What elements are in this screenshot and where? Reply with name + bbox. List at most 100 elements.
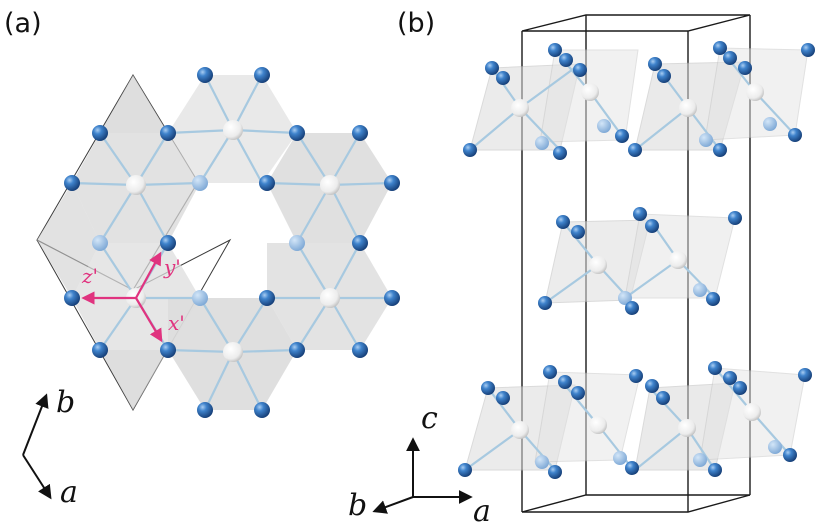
ligand-atom [197, 67, 213, 83]
ligand-atom [548, 465, 562, 479]
ligand-atom [645, 379, 659, 393]
ligand-atom [254, 402, 270, 418]
ligand-atom [693, 453, 707, 467]
axis-a-label: a [60, 475, 78, 510]
ligand-atom [801, 43, 815, 57]
ligand-atom [657, 69, 671, 83]
ligand-atom [768, 440, 782, 454]
ligand-atom [723, 371, 737, 385]
local-axis-x-label: x' [168, 311, 185, 335]
ligand-atom [458, 463, 472, 477]
metal-atom [126, 175, 146, 195]
ligand-atom [556, 215, 570, 229]
ligand-atom [192, 290, 208, 306]
ligand-atom [289, 342, 305, 358]
ligand-atom [197, 402, 213, 418]
ligand-atom [289, 235, 305, 251]
ligand-atom [496, 391, 510, 405]
ligand-atom [633, 207, 647, 221]
ligand-atom [463, 143, 477, 157]
ligand-atom [728, 211, 742, 225]
ligand-atom [693, 283, 707, 297]
metal-atom [678, 419, 696, 437]
ligand-atom [615, 129, 629, 143]
metal-atom [581, 83, 599, 101]
ligand-atom [597, 119, 611, 133]
ligand-atom [384, 290, 400, 306]
ligand-atom [573, 63, 587, 77]
ligand-atom [733, 381, 747, 395]
metal-atom [589, 256, 607, 274]
ligand-atom [798, 368, 812, 382]
ligand-atom [352, 125, 368, 141]
metal-atom [679, 99, 697, 117]
ligand-atom [92, 125, 108, 141]
ligand-atom [763, 117, 777, 131]
axis-b-arrow [372, 496, 414, 514]
ligand-atom [92, 342, 108, 358]
ligand-atom [481, 381, 495, 395]
panel-b-label: (b) [397, 8, 435, 39]
axis-a-label: a [473, 494, 491, 529]
metal-atom [223, 120, 243, 140]
ligand-atom [645, 219, 659, 233]
ligand-atom [558, 375, 572, 389]
axis-b-label: b [348, 488, 367, 523]
ligand-atom [708, 463, 722, 477]
local-axes: y' z' x' [81, 251, 185, 343]
ligand-atom [352, 235, 368, 251]
ligand-atom [559, 53, 573, 67]
panel-a: (a) [4, 8, 400, 510]
ligand-atom [625, 301, 639, 315]
ligand-atom [352, 342, 368, 358]
ligand-atom [548, 43, 562, 57]
ligand-atom [259, 290, 275, 306]
ligand-atom [64, 290, 80, 306]
ligand-atom [160, 125, 176, 141]
ligand-atom [706, 292, 720, 306]
local-axis-x-arrow [135, 297, 163, 343]
ligand-atom [535, 136, 549, 150]
ligand-atom [788, 128, 802, 142]
ligand-atom [160, 342, 176, 358]
ligand-atom [543, 365, 557, 379]
panel-a-label: (a) [4, 8, 42, 39]
panel-a-octahedra [37, 75, 392, 410]
ligand-atom [699, 133, 713, 147]
local-axis-z-label: z' [81, 264, 98, 288]
panel-a-ligand-atoms [64, 67, 400, 418]
ligand-atom [192, 175, 208, 191]
ligand-atom [738, 61, 752, 75]
ligand-atom [535, 455, 549, 469]
ligand-atom [723, 51, 737, 65]
ligand-atom [160, 235, 176, 251]
ligand-atom [713, 41, 727, 55]
local-axis-y-arrow [135, 251, 162, 299]
metal-atom [511, 99, 529, 117]
ligand-atom [783, 448, 797, 462]
metal-atom [320, 175, 340, 195]
axis-a-arrow [22, 454, 52, 500]
panel-b: (b) [348, 8, 815, 529]
ligand-atom [64, 175, 80, 191]
panel-b-layer-top [463, 41, 815, 160]
metal-atom [223, 342, 243, 362]
ligand-atom [384, 175, 400, 191]
axis-b-label: b [56, 385, 75, 420]
ligand-atom [485, 61, 499, 75]
metal-atom [669, 251, 687, 269]
metal-atom [511, 421, 529, 439]
panel-b-crystal-axes: c b a [348, 401, 491, 529]
panel-b-layer-bottom [458, 361, 812, 479]
ligand-atom [708, 361, 722, 375]
axis-b-arrow [22, 393, 49, 456]
ligand-atom [571, 386, 585, 400]
ligand-atom [618, 291, 632, 305]
metal-atom [589, 416, 607, 434]
local-axis-y-label: y' [163, 255, 181, 279]
axis-c-label: c [421, 401, 438, 436]
ligand-atom [625, 461, 639, 475]
ligand-atom [538, 296, 552, 310]
panel-a-bonds [71, 74, 393, 411]
